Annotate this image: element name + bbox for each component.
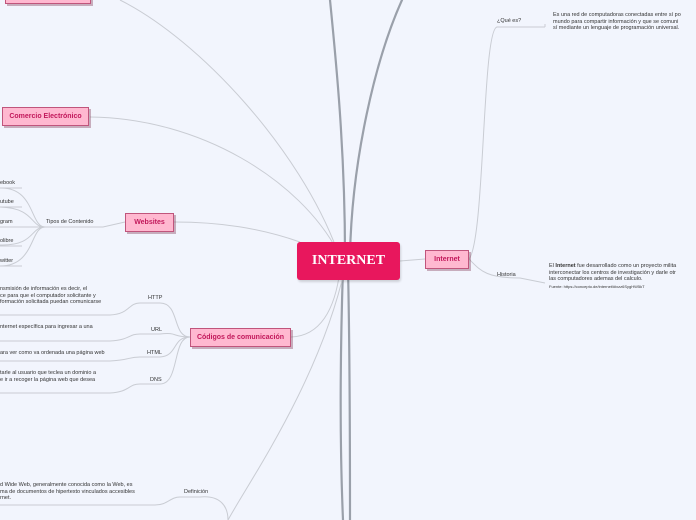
website-item: witter: [0, 258, 14, 264]
protocol-text-http: nsmisión de información es decir, el ce …: [0, 286, 102, 306]
label-que-es: ¿Qué es?: [497, 18, 522, 24]
protocol-text-html: ara ver como va ordenada una página web: [0, 350, 105, 356]
label-tipos-de-contenido: Tipos de Contenido: [46, 219, 94, 225]
text-definicion: d Wide Web, generalmente conocida como l…: [0, 482, 135, 502]
node-internet[interactable]: Internet: [425, 250, 469, 269]
trunk-up-2: [348, 0, 404, 257]
link-www-definition: [0, 496, 229, 520]
link-internet-history: [468, 258, 546, 284]
link-www: [227, 267, 346, 520]
protocol-text-dns: tarle al usuario que teclea un dominio a…: [0, 370, 97, 383]
node-websites[interactable]: Websites: [125, 213, 174, 232]
text-historia: El Internet fue desarrollado como un pro…: [549, 263, 677, 269]
link-websites: [173, 221, 301, 243]
link-top-left: [119, 0, 338, 251]
link-protocols-group: [140, 302, 191, 338]
node-comercio-electronico[interactable]: Comercio Electrónico: [2, 107, 89, 126]
historia-bold-term: Internet: [555, 263, 576, 269]
protocol-text-url: nternet específica para ingresar a una: [0, 324, 93, 330]
trunk-down-2: [346, 266, 352, 520]
website-item: ebook: [0, 180, 15, 186]
link-commerce: [89, 116, 339, 253]
link-websites-group: [45, 221, 126, 228]
protocol-label-dns: DNS: [150, 377, 162, 383]
node-codigos-de-comunicacion[interactable]: Códigos de comunicación: [190, 328, 291, 347]
trunk-up-1: [328, 0, 347, 257]
text-historia-rest: interconectar los centros de investigaci…: [549, 269, 676, 283]
website-item: gram: [0, 219, 13, 225]
text-que-es: Es una red de computadoras conectadas en…: [553, 12, 681, 32]
trunk-down-1: [339, 266, 345, 520]
link-internet-what: [468, 26, 545, 260]
label-historia: Historia: [497, 272, 516, 278]
protocol-label-http: HTTP: [148, 295, 163, 301]
text-historia-source[interactable]: Fuente: https://concepto.de/internet/#ix…: [549, 284, 645, 289]
website-item: utube: [0, 199, 14, 205]
node-top-cutoff[interactable]: [5, 0, 91, 4]
label-definicion: Definición: [184, 489, 209, 495]
protocol-label-html: HTML: [147, 350, 162, 356]
link-internet: [399, 258, 426, 262]
central-node-internet[interactable]: INTERNET: [297, 242, 400, 280]
website-item: olibre: [0, 238, 14, 244]
link-protocols: [290, 269, 341, 338]
protocol-label-url: URL: [151, 327, 163, 333]
